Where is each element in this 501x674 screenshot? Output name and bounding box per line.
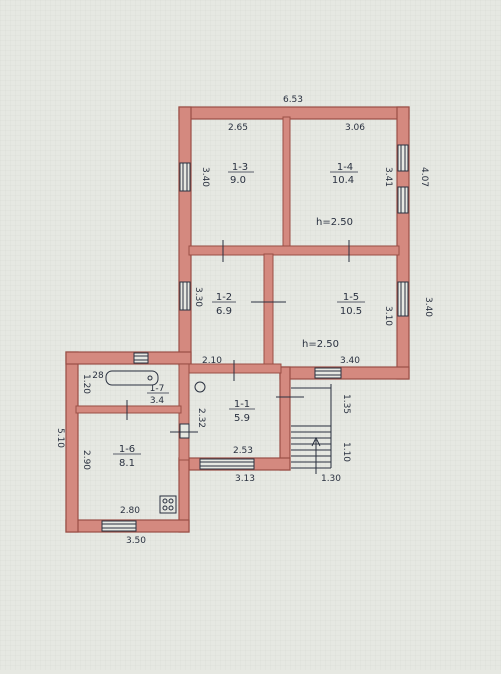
drain-icon (147, 375, 153, 381)
dim-total-width: 6.53 (283, 95, 303, 105)
ceiling-1-4: h=2.50 (316, 217, 353, 228)
dim-3-50: 3.50 (126, 536, 146, 546)
room-1-3-area: 9.0 (230, 175, 246, 186)
dim-1-3-width: 2.65 (228, 123, 248, 133)
entrance-stairs (291, 384, 332, 474)
room-1-1-id: 1-1 (234, 399, 250, 410)
window-1-6 (101, 520, 137, 532)
room-1-2-area: 6.9 (216, 306, 232, 317)
dim-1-5-outer-height: 3.40 (423, 297, 433, 317)
room-1-4-id: 1-4 (337, 162, 353, 173)
room-1-1-area: 5.9 (234, 413, 250, 424)
kitchen-stove-icon (159, 495, 177, 514)
doors (126, 240, 350, 433)
horizontal-dimensions: 6.53 2.65 3.06 2.10 3.40 2.53 3.13 2.80 … (92, 95, 365, 546)
dim-1-1-width: 2.53 (233, 446, 253, 456)
dim-1-1-height: 2.32 (196, 408, 206, 428)
dim-1-5-width: 3.40 (340, 356, 360, 366)
window-1-7 (133, 352, 149, 364)
window-1-2 (179, 281, 191, 311)
window-1-5-bottom (314, 367, 342, 379)
room-1-4-area: 10.4 (332, 175, 354, 186)
window-1-6-side (179, 423, 190, 439)
dim-stair-1-35: 1.35 (341, 394, 351, 414)
window-1-5 (397, 281, 409, 317)
dim-1-5-height: 3.10 (383, 306, 393, 326)
room-1-6-area: 8.1 (119, 458, 135, 469)
window-1-4-a (397, 144, 409, 172)
dim-1-2-height: 3.30 (193, 287, 203, 307)
dim-1-2-width: 2.10 (202, 356, 222, 366)
room-1-7-id: 1-7 (150, 384, 165, 394)
dim-1-4-height: 3.41 (383, 167, 393, 187)
room-1-5-id: 1-5 (343, 292, 359, 303)
window-1-4-b (397, 186, 409, 214)
interior-walls (75, 116, 400, 461)
window-1-3 (179, 162, 191, 192)
dim-left-height: 5.10 (55, 428, 65, 448)
dim-3-13: 3.13 (235, 474, 255, 484)
dim-right-height: 4.07 (419, 167, 429, 187)
room-1-3-id: 1-3 (232, 162, 248, 173)
window-1-1 (199, 458, 255, 470)
dim-stair-1-30: 1.30 (321, 474, 341, 484)
ceiling-labels: h=2.50 h=2.50 (302, 217, 353, 350)
room-1-5-area: 10.5 (340, 306, 362, 317)
room-1-2-id: 1-2 (216, 292, 232, 303)
dim-1-7-height: 1.20 (81, 374, 91, 394)
dim-1-6-height: 2.90 (81, 450, 91, 470)
dim-1-3-height: 3.40 (200, 167, 210, 187)
fixtures (105, 370, 206, 514)
room-1-7-area: 3.4 (150, 396, 165, 406)
stove-round-icon (194, 381, 206, 393)
vertical-dimensions: 3.40 3.41 4.07 3.30 3.10 3.40 2.32 1.20 … (55, 167, 433, 470)
dim-1-4-width: 3.06 (345, 123, 365, 133)
dim-stair-1-10: 1.10 (341, 442, 351, 462)
windows (101, 144, 409, 532)
ceiling-1-5: h=2.50 (302, 339, 339, 350)
dim-1-7-width: 28 (92, 371, 104, 381)
dim-1-6-width: 2.80 (120, 506, 140, 516)
room-1-6-id: 1-6 (119, 444, 135, 455)
bathtub-icon (105, 370, 159, 386)
room-labels: 1-3 9.0 1-4 10.4 1-2 6.9 1-5 10.5 1-1 5.… (113, 162, 365, 469)
